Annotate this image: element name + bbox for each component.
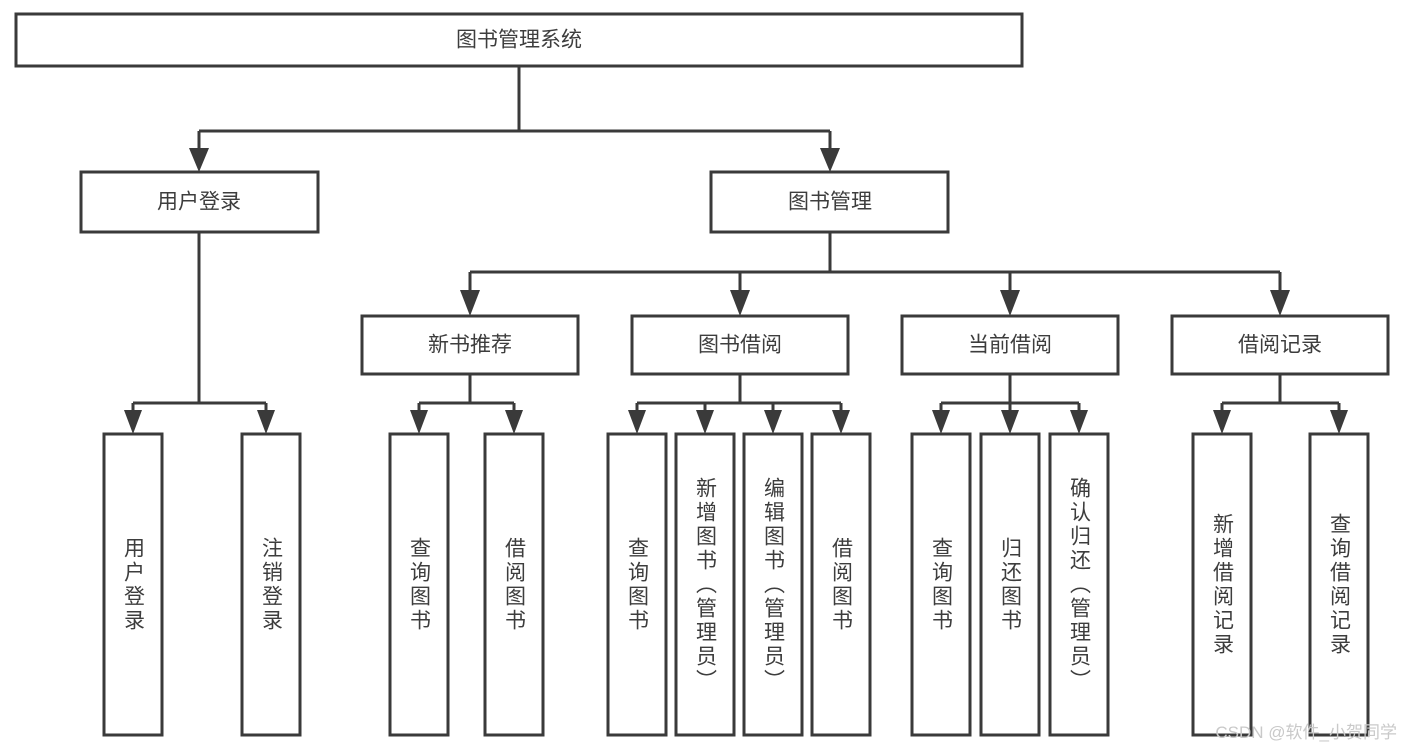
node-book-management-label: 图书管理 xyxy=(788,191,872,214)
node-leaf-query-book-1[interactable]: 查询图书 xyxy=(388,432,450,737)
node-leaf-add-book-box[interactable] xyxy=(674,432,736,737)
node-leaf-user-login[interactable]: 用户登录 xyxy=(102,432,164,737)
node-leaf-query-record-label: 查询借阅记录 xyxy=(1328,513,1352,657)
node-leaf-edit-book-box[interactable] xyxy=(742,432,804,737)
node-leaf-user-login-label: 用户登录 xyxy=(122,537,146,633)
node-book-management[interactable]: 图书管理 xyxy=(709,170,950,234)
arrow-user-login-leaf-2 xyxy=(257,410,275,434)
arrow-bm-to-borrow-record xyxy=(1270,290,1290,316)
node-leaf-borrow-book-1-box[interactable] xyxy=(483,432,545,737)
node-new-book-recommend-box[interactable] xyxy=(360,314,580,376)
node-leaf-confirm-return[interactable]: 确认归还（管理员） xyxy=(1048,432,1110,737)
arrow-cb-leaf-2 xyxy=(1001,410,1019,434)
node-leaf-logout-login-box[interactable] xyxy=(240,432,302,737)
arrow-cb-leaf-3 xyxy=(1070,410,1088,434)
node-leaf-query-book-2-label: 查询图书 xyxy=(626,537,650,633)
node-book-borrow-box[interactable] xyxy=(630,314,850,376)
node-leaf-query-book-3[interactable]: 查询图书 xyxy=(910,432,972,737)
node-leaf-confirm-return-box[interactable] xyxy=(1048,432,1110,737)
node-leaf-borrow-book-2-box[interactable] xyxy=(810,432,872,737)
arrow-nbr-leaf-1 xyxy=(410,410,428,434)
node-user-login[interactable]: 用户登录 xyxy=(79,170,320,234)
arrow-bm-to-new-book-recommend xyxy=(460,290,480,316)
node-new-book-recommend-label: 新书推荐 xyxy=(428,334,512,357)
node-leaf-add-record-box[interactable] xyxy=(1191,432,1253,737)
node-borrow-record[interactable]: 借阅记录 xyxy=(1170,314,1390,376)
node-leaf-add-book[interactable]: 新增图书（管理员） xyxy=(674,432,736,737)
node-leaf-edit-book[interactable]: 编辑图书（管理员） xyxy=(742,432,804,737)
arrow-br-leaf-1 xyxy=(1213,410,1231,434)
node-book-management-box[interactable] xyxy=(709,170,950,234)
node-current-borrow-label: 当前借阅 xyxy=(968,334,1052,357)
node-book-borrow[interactable]: 图书借阅 xyxy=(630,314,850,376)
arrow-bb-leaf-1 xyxy=(628,410,646,434)
node-leaf-query-book-1-box[interactable] xyxy=(388,432,450,737)
node-leaf-query-book-1-label: 查询图书 xyxy=(408,537,432,633)
node-root-box[interactable] xyxy=(14,12,1024,68)
node-leaf-borrow-book-2-label: 借阅图书 xyxy=(830,537,854,633)
node-borrow-record-box[interactable] xyxy=(1170,314,1390,376)
watermark-text: CSDN @软件_小贺同学 xyxy=(1215,723,1397,742)
node-leaf-borrow-book-1-label: 借阅图书 xyxy=(503,537,527,633)
arrow-bm-to-current-borrow xyxy=(1000,290,1020,316)
node-leaf-query-book-3-box[interactable] xyxy=(910,432,972,737)
node-leaf-query-book-2-box[interactable] xyxy=(606,432,668,737)
node-current-borrow[interactable]: 当前借阅 xyxy=(900,314,1120,376)
node-leaf-logout-login[interactable]: 注销登录 xyxy=(240,432,302,737)
node-leaf-query-record[interactable]: 查询借阅记录 xyxy=(1308,432,1370,737)
arrow-cb-leaf-1 xyxy=(932,410,950,434)
node-leaf-user-login-box[interactable] xyxy=(102,432,164,737)
node-leaf-edit-book-label: 编辑图书（管理员） xyxy=(762,477,786,693)
node-leaf-return-book-box[interactable] xyxy=(979,432,1041,737)
node-leaf-add-record[interactable]: 新增借阅记录 xyxy=(1191,432,1253,737)
node-current-borrow-box[interactable] xyxy=(900,314,1120,376)
arrow-br-leaf-2 xyxy=(1330,410,1348,434)
node-root-label: 图书管理系统 xyxy=(456,29,582,52)
arrow-nbr-leaf-2 xyxy=(505,410,523,434)
node-user-login-box[interactable] xyxy=(79,170,320,234)
node-root-system[interactable]: 图书管理系统 xyxy=(14,12,1024,68)
node-leaf-return-book[interactable]: 归还图书 xyxy=(979,432,1041,737)
node-leaf-query-book-2[interactable]: 查询图书 xyxy=(606,432,668,737)
node-new-book-recommend[interactable]: 新书推荐 xyxy=(360,314,580,376)
arrow-bb-leaf-3 xyxy=(764,410,782,434)
node-user-login-label: 用户登录 xyxy=(157,191,241,214)
arrow-user-login-leaf-1 xyxy=(124,410,142,434)
node-leaf-query-record-box[interactable] xyxy=(1308,432,1370,737)
node-leaf-query-book-3-label: 查询图书 xyxy=(930,537,954,633)
arrow-bb-leaf-4 xyxy=(832,410,850,434)
node-leaf-add-book-label: 新增图书（管理员） xyxy=(694,477,718,693)
node-leaf-borrow-book-1[interactable]: 借阅图书 xyxy=(483,432,545,737)
node-book-borrow-label: 图书借阅 xyxy=(698,334,782,357)
node-leaf-confirm-return-label: 确认归还（管理员） xyxy=(1068,477,1092,693)
node-borrow-record-label: 借阅记录 xyxy=(1238,334,1322,357)
arrow-root-to-book-management xyxy=(820,148,840,172)
connector-layer xyxy=(124,66,1348,434)
node-leaf-add-record-label: 新增借阅记录 xyxy=(1211,513,1235,657)
node-leaf-borrow-book-2[interactable]: 借阅图书 xyxy=(810,432,872,737)
node-leaf-return-book-label: 归还图书 xyxy=(999,537,1023,633)
arrow-bm-to-book-borrow xyxy=(730,290,750,316)
arrow-bb-leaf-2 xyxy=(696,410,714,434)
node-leaf-logout-login-label: 注销登录 xyxy=(260,537,284,633)
arrow-root-to-user-login xyxy=(189,148,209,172)
